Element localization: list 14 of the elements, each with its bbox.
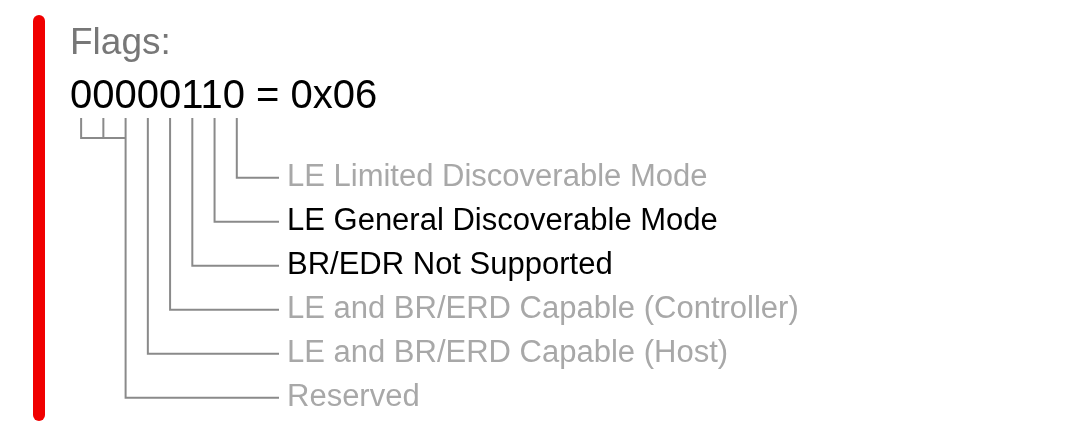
bit-label: Reserved [279, 377, 420, 415]
heading-label: Flags: [70, 20, 171, 64]
leader-line [235, 117, 280, 179]
leader-line [146, 117, 280, 355]
bit-label: BR/EDR Not Supported [279, 245, 613, 283]
bit-label: LE General Discoverable Mode [279, 201, 718, 239]
binary-value: 00000110 = 0x06 [70, 70, 378, 118]
leader-line [213, 117, 280, 223]
leader-line [191, 117, 280, 267]
leader-line [80, 117, 280, 399]
bit-label: LE and BR/ERD Capable (Controller) [279, 289, 799, 327]
bit-label: LE and BR/ERD Capable (Host) [279, 333, 729, 371]
bit-label: LE Limited Discoverable Mode [279, 157, 708, 195]
leader-line [169, 117, 280, 311]
